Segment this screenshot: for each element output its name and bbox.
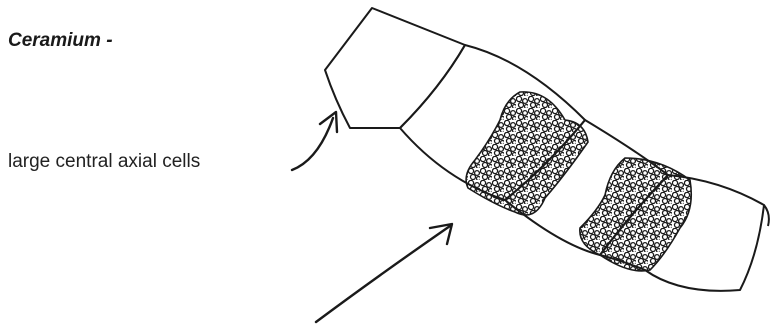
arrow-lower [316,226,450,322]
filament-end [764,205,769,226]
cortical-band-2 [580,158,691,271]
arrow-axial-cells [292,118,333,170]
axial-cell-1 [325,8,465,128]
cortical-band-1 [466,92,588,215]
